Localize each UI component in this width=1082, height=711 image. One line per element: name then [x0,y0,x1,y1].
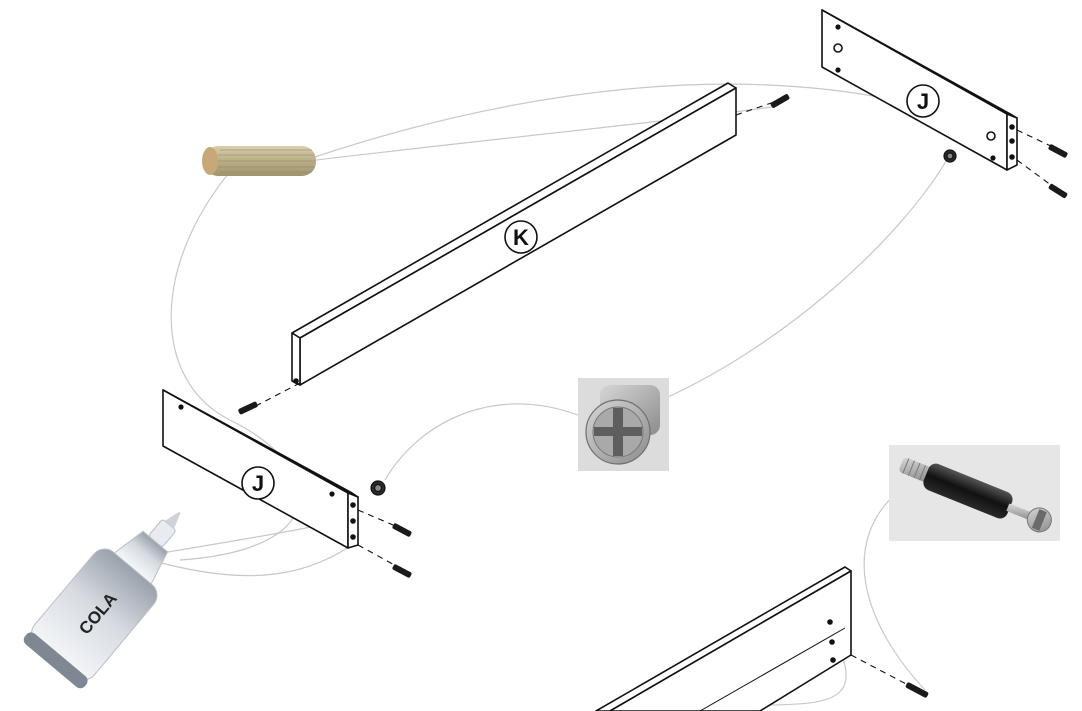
screw-icon [770,94,790,108]
panel-j-left: J [162,389,359,549]
panel-j-top-badge [906,84,940,118]
cam-lock-nut-icon [578,378,669,471]
leader-connector-to-bottom [863,489,926,691]
screw-group [238,94,1068,698]
leader-cam-to-j-top [649,157,949,406]
screw-icon [905,682,929,698]
panel-bottom [595,566,852,711]
leader-cam-to-j-left [384,403,591,481]
wooden-dowel-icon [202,146,316,176]
leader-glue-to-j-left-2 [149,544,353,577]
screw-icon [392,523,412,537]
screw-icon [1048,144,1068,158]
panel-k: K [291,82,737,386]
leader-bottom-panel [759,649,847,706]
cam-bolt-connector-icon [889,445,1060,541]
panel-k-badge [504,220,538,254]
panel-j-top: J [821,9,1018,171]
cam-insert-icon [370,480,386,496]
screw-icon [392,564,412,578]
panel-k-top-face [291,82,737,339]
cam-insert-icon [943,149,957,163]
panel-k-end-face [291,332,301,386]
panel-j-left-badge [241,466,275,500]
cam-insert-group [370,149,957,496]
panel-bottom-front-face [609,570,852,711]
panel-k-dowel-hole [293,378,299,384]
screw-icon [1048,183,1068,199]
glue-bottle-icon: COLA [23,511,181,689]
screw-icon [238,401,258,415]
panel-k-label: K [513,225,529,250]
panel-j-top-label: J [917,89,929,114]
panel-j-left-label: J [252,471,264,496]
